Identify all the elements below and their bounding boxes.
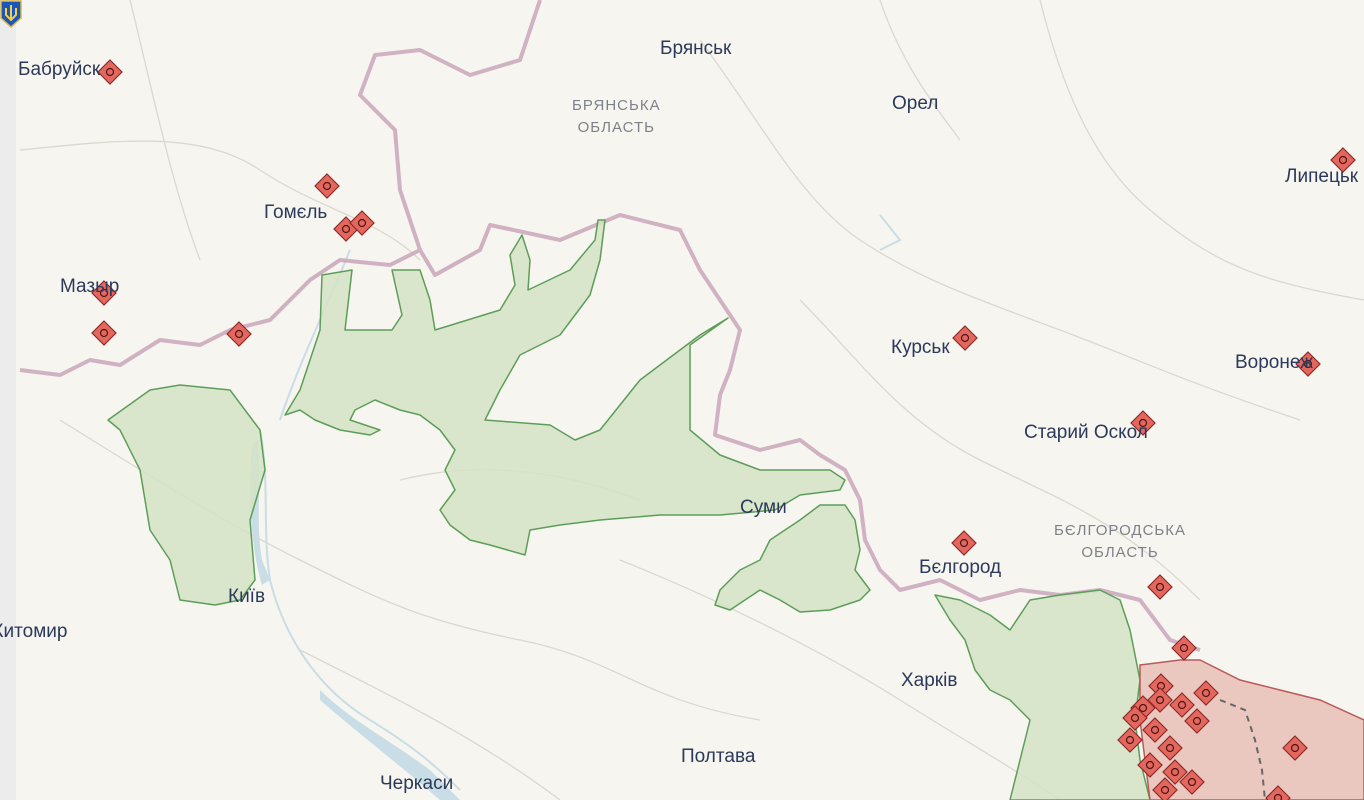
trident-icon[interactable] bbox=[0, 0, 22, 28]
region-label-line1: БРЯНСЬКА bbox=[572, 97, 661, 114]
explosion-diamond-icon[interactable] bbox=[1152, 777, 1178, 800]
city-label-lipetsk[interactable]: Липецьк bbox=[1285, 166, 1359, 187]
explosion-diamond-icon[interactable] bbox=[97, 59, 123, 85]
city-label-belgorod[interactable]: Бєлгород bbox=[919, 557, 1002, 578]
explosion-diamond-icon[interactable] bbox=[1157, 735, 1183, 761]
explosion-diamond-icon[interactable] bbox=[1147, 687, 1173, 713]
explosion-diamond-icon[interactable] bbox=[1117, 727, 1143, 753]
explosion-diamond-icon[interactable] bbox=[1169, 692, 1195, 718]
city-label-kharkiv[interactable]: Харків bbox=[901, 670, 958, 691]
city-label-sumy[interactable]: Суми bbox=[740, 497, 787, 518]
city-label-babruisk[interactable]: Бабруйск bbox=[18, 59, 101, 80]
city-label-voronezh[interactable]: Воронеж bbox=[1235, 352, 1313, 373]
explosion-diamond-icon[interactable] bbox=[1184, 708, 1210, 734]
explosion-diamond-icon[interactable] bbox=[91, 280, 117, 306]
city-label-zhytomyr[interactable]: Житомир bbox=[0, 621, 68, 642]
region-label-bryansk-oblast: БРЯНСЬКА ОБЛАСТЬ bbox=[572, 95, 661, 139]
strike-markers bbox=[91, 59, 1356, 800]
explosion-diamond-icon[interactable] bbox=[226, 321, 252, 347]
explosion-diamond-icon[interactable] bbox=[349, 210, 375, 236]
city-label-poltava[interactable]: Полтава bbox=[681, 746, 756, 767]
city-label-kursk[interactable]: Курськ bbox=[891, 337, 950, 358]
explosion-diamond-icon[interactable] bbox=[1193, 680, 1219, 706]
explosion-diamond-icon[interactable] bbox=[1137, 752, 1163, 778]
city-label-kyiv[interactable]: Київ bbox=[228, 586, 266, 607]
left-panel-edge bbox=[0, 0, 16, 800]
city-label-orel[interactable]: Орел bbox=[892, 93, 939, 114]
explosion-diamond-icon[interactable] bbox=[1179, 769, 1205, 795]
explosion-diamond-icon[interactable] bbox=[1162, 759, 1188, 785]
explosion-diamond-icon[interactable] bbox=[1147, 574, 1173, 600]
explosion-diamond-icon[interactable] bbox=[1122, 705, 1148, 731]
liberated-areas bbox=[107, 219, 1151, 800]
region-label-line1: БЄЛГОРОДСЬКА bbox=[1054, 522, 1187, 539]
explosion-diamond-icon[interactable] bbox=[91, 320, 117, 346]
explosion-diamond-icon[interactable] bbox=[952, 325, 978, 351]
explosion-diamond-icon[interactable] bbox=[1265, 785, 1291, 800]
region-label-line2: ОБЛАСТЬ bbox=[1081, 544, 1159, 561]
explosion-diamond-icon[interactable] bbox=[1142, 717, 1168, 743]
explosion-diamond-icon[interactable] bbox=[1282, 735, 1308, 761]
city-label-bryansk[interactable]: Брянськ bbox=[660, 38, 732, 59]
explosion-diamond-icon[interactable] bbox=[951, 530, 977, 556]
region-label-line2: ОБЛАСТЬ bbox=[577, 119, 655, 136]
city-label-cherkasy[interactable]: Черкаси bbox=[380, 773, 454, 794]
explosion-diamond-icon[interactable] bbox=[1330, 147, 1356, 173]
city-label-stary-oskol[interactable]: Старий Оскол bbox=[1024, 422, 1148, 443]
city-label-mazyr[interactable]: Мазыр bbox=[60, 276, 120, 297]
explosion-diamond-icon[interactable] bbox=[314, 173, 340, 199]
explosion-diamond-icon[interactable] bbox=[1130, 410, 1156, 436]
city-label-gomel[interactable]: Гомєль bbox=[264, 202, 328, 223]
explosion-diamond-icon[interactable] bbox=[1295, 351, 1321, 377]
explosion-diamond-icon[interactable] bbox=[1171, 635, 1197, 661]
region-label-belgorod-oblast: БЄЛГОРОДСЬКА ОБЛАСТЬ bbox=[1054, 520, 1186, 564]
